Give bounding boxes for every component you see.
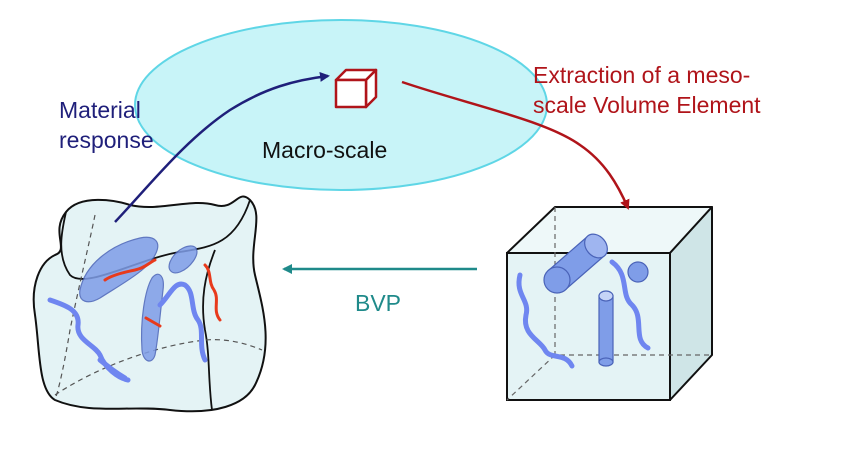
bvp-label: BVP xyxy=(355,290,402,316)
material-response-arrow xyxy=(114,72,330,223)
material-response-label: Material response xyxy=(59,95,154,155)
macro-cube-icon xyxy=(334,68,378,109)
volume-element-cube xyxy=(506,206,713,401)
horizontal-fiber-cylinder xyxy=(543,233,608,294)
vertical-fiber-cylinder xyxy=(598,290,614,367)
extraction-line1: Extraction of a meso- xyxy=(533,62,751,88)
extraction-label: Extraction of a meso- scale Volume Eleme… xyxy=(533,60,761,120)
spherical-inclusion xyxy=(627,261,649,283)
material-response-line1: Material xyxy=(59,97,141,123)
extraction-line2: scale Volume Element xyxy=(533,92,761,118)
material-response-line2: response xyxy=(59,127,154,153)
meso-material-body xyxy=(32,195,267,413)
macro-scale-label: Macro-scale xyxy=(262,137,388,163)
extraction-arrow xyxy=(401,80,630,210)
